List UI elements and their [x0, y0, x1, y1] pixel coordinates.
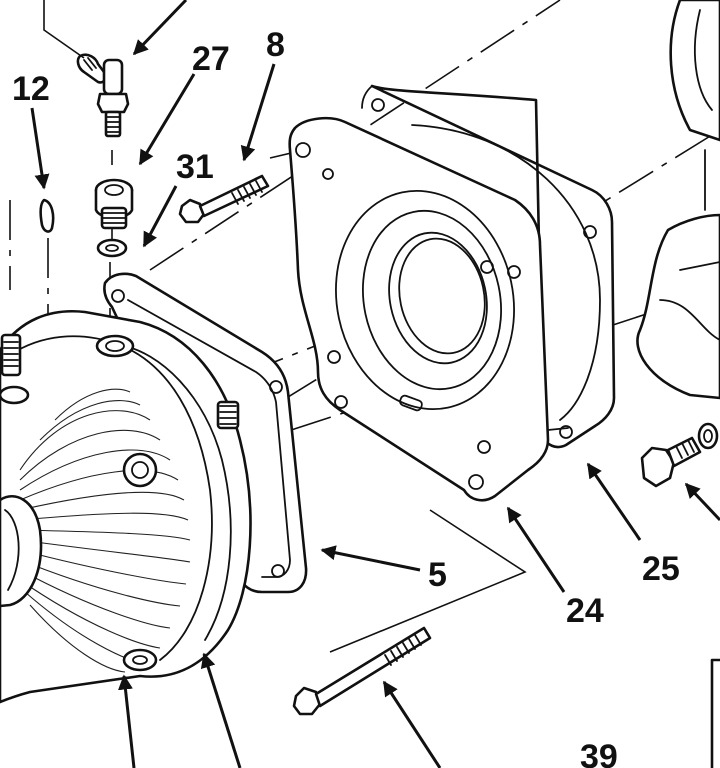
callout-31: 31	[176, 148, 214, 186]
cooling-fins	[19, 388, 191, 673]
part-31-washer	[96, 238, 128, 258]
vent-fitting	[76, 53, 130, 138]
callout-8: 8	[266, 26, 285, 64]
bolt-8	[178, 174, 270, 224]
callout-39: 39	[580, 738, 618, 768]
adapter-housing-24	[288, 116, 569, 502]
leader-lines	[30, 0, 720, 768]
drain-plug	[640, 422, 719, 488]
part-12-key	[39, 198, 55, 233]
callout-12: 12	[12, 70, 50, 108]
extension-housing	[0, 310, 252, 704]
part-27-fitting	[94, 178, 134, 230]
callout-24: 24	[566, 592, 604, 630]
bolt-39	[292, 626, 432, 716]
transmission-case	[636, 0, 720, 400]
callout-25: 25	[642, 550, 680, 588]
callout-5: 5	[428, 556, 447, 594]
callouts: 12 27 8 31 5 25 24 39	[12, 26, 680, 768]
edge-fragment	[710, 658, 720, 768]
callout-27: 27	[192, 40, 230, 78]
gasket-25	[361, 84, 616, 449]
